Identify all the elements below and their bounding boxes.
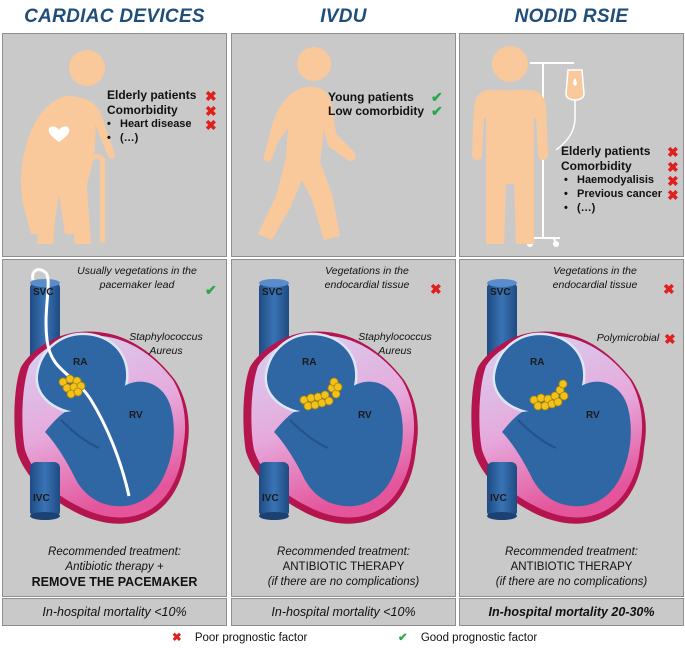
label-rv: RV: [586, 410, 600, 421]
mortality-bar: In-hospital mortality <10%: [231, 598, 456, 626]
legend-good: ✔ Good prognostic factor: [398, 630, 537, 644]
poor-factor-icon: ✖: [430, 281, 442, 297]
column-title: NODID RSIE: [514, 6, 629, 27]
poor-factor-icon: ✖: [205, 88, 217, 104]
label-ivc: IVC: [262, 493, 279, 504]
organism-note: Polymicrobial: [596, 332, 660, 344]
organism-note: Staphylococcus Aureus: [129, 331, 203, 357]
recommended-treatment: Recommended treatment: ANTIBIOTIC THERAP…: [267, 546, 420, 588]
mortality-bar: In-hospital mortality 20-30%: [459, 598, 684, 626]
patient-profile-panel: Elderly patients ✖ Comorbidity ✖ Heart d…: [2, 33, 227, 257]
mortality-bar: In-hospital mortality <10%: [2, 598, 227, 626]
label-ra: RA: [530, 357, 545, 368]
column-title: IVDU: [320, 6, 367, 27]
poor-factor-icon: ✖: [172, 632, 182, 644]
column-ivdu: IVDU Young patients ✔ Low comorbidity ✔ …: [231, 0, 456, 626]
recommended-treatment: Recommended treatment: ANTIBIOTIC THERAP…: [495, 546, 648, 588]
good-factor-icon: ✔: [398, 632, 408, 644]
label-rv: RV: [358, 410, 372, 421]
bullet-heart-disease: Heart disease: [107, 118, 191, 130]
legend-poor: ✖ Poor prognostic factor: [172, 630, 307, 644]
column-nodid-rsie: NODID RSIE Elderly patients ✖ Comorbidit…: [459, 0, 684, 626]
infection-panel: SVC RA RV IVC Vegetations in the endocar…: [459, 259, 684, 597]
patient-profile-panel: Young patients ✔ Low comorbidity ✔: [231, 33, 456, 257]
label-ra: RA: [73, 357, 88, 368]
factor-low-comorbidity: Low comorbidity: [328, 104, 424, 118]
label-ivc: IVC: [490, 493, 507, 504]
vegetation-note: Usually vegetations in the pacemaker lea…: [77, 265, 197, 291]
factor-elderly-patients: Elderly patients: [107, 88, 197, 102]
vegetation-note: Vegetations in the endocardial tissue: [324, 265, 410, 291]
bullet-previous-cancer: Previous cancer: [564, 188, 662, 200]
legend-good-label: Good prognostic factor: [420, 632, 538, 644]
poor-factor-icon: ✖: [667, 159, 679, 175]
elderly-person-with-cane-icon: [21, 50, 115, 244]
organism-note: Staphylococcus Aureus: [358, 331, 432, 357]
poor-factor-icon: ✖: [205, 117, 217, 133]
column-title: CARDIAC DEVICES: [24, 6, 205, 27]
label-svc: SVC: [33, 287, 54, 298]
bullet-etc: (…): [564, 202, 596, 214]
patient-with-iv-drip-icon: [472, 46, 585, 247]
infection-panel: SVC RA RV IVC Vegetations in the endocar…: [231, 259, 456, 597]
poor-factor-icon: ✖: [667, 144, 679, 160]
walking-person-icon: [258, 47, 356, 240]
heart-diagram: [13, 268, 191, 525]
poor-factor-icon: ✖: [667, 173, 679, 189]
good-factor-icon: ✔: [431, 103, 443, 119]
good-factor-icon: ✔: [431, 89, 443, 105]
label-svc: SVC: [490, 287, 511, 298]
vegetation-note: Vegetations in the endocardial tissue: [552, 265, 638, 291]
label-ivc: IVC: [33, 493, 50, 504]
bullet-etc: (…): [107, 132, 139, 144]
recommended-treatment: Recommended treatment: Antibiotic therap…: [31, 546, 198, 589]
bullet-haemodialysis: Haemodyalisis: [564, 174, 654, 186]
factor-elderly-patients: Elderly patients: [561, 144, 651, 158]
label-ra: RA: [302, 357, 317, 368]
label-rv: RV: [129, 410, 143, 421]
label-svc: SVC: [262, 287, 283, 298]
patient-profile-panel: Elderly patients ✖ Comorbidity ✖ Haemody…: [459, 33, 684, 257]
infection-panel: SVC RA RV IVC Usually vegetations in the…: [2, 259, 227, 597]
column-cardiac-devices: CARDIAC DEVICES Elderly patients ✖ Comor…: [2, 0, 227, 626]
poor-factor-icon: ✖: [663, 281, 675, 297]
factor-young-patients: Young patients: [328, 90, 414, 104]
legend-poor-label: Poor prognostic factor: [194, 632, 308, 644]
factor-comorbidity: Comorbidity: [561, 159, 632, 173]
poor-factor-icon: ✖: [205, 103, 217, 119]
good-factor-icon: ✔: [205, 282, 217, 298]
factor-comorbidity: Comorbidity: [107, 103, 178, 117]
poor-factor-icon: ✖: [667, 187, 679, 203]
poor-factor-icon: ✖: [664, 331, 676, 347]
